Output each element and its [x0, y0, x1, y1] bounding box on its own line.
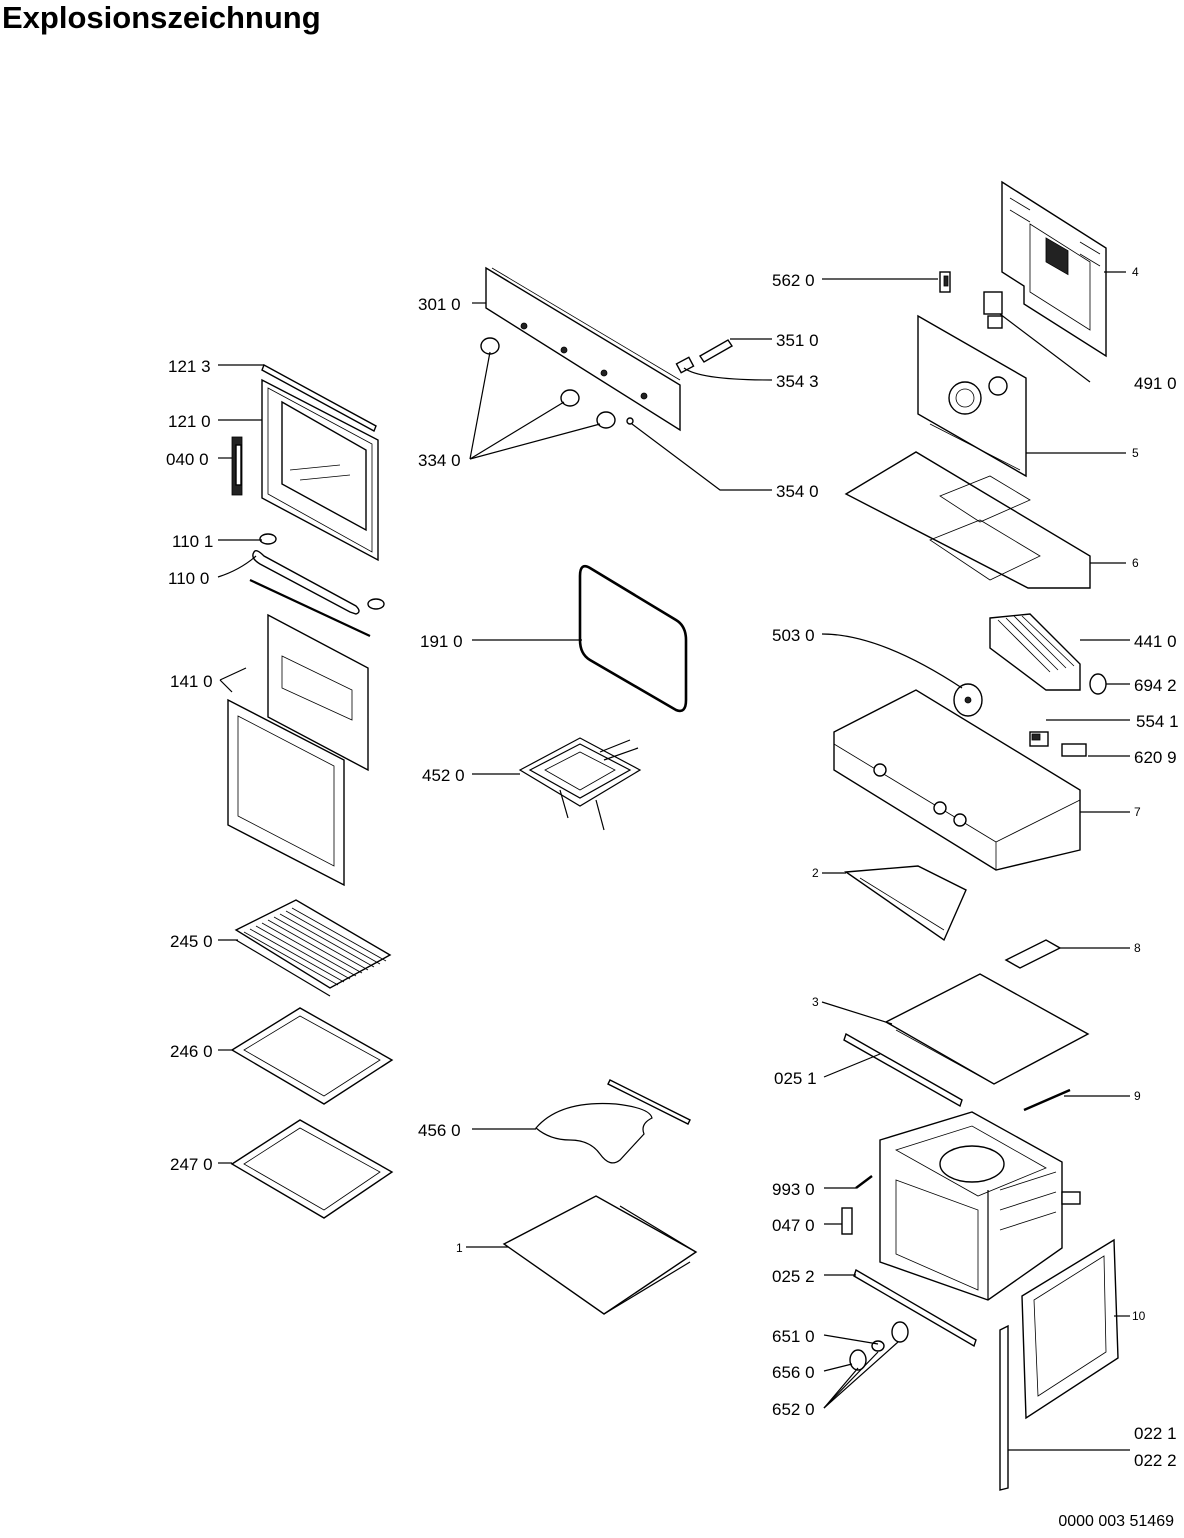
part-handle-caps — [259, 533, 385, 610]
part-rail-lower — [853, 1268, 977, 1348]
label-4560: 456 0 — [418, 1121, 461, 1140]
label-10: 10 — [1132, 1309, 1146, 1323]
label-6: 6 — [1132, 556, 1139, 570]
part-bottom-cover — [502, 1195, 698, 1315]
label-2450: 245 0 — [170, 932, 213, 951]
label-7: 7 — [1134, 805, 1141, 819]
part-glass-panes — [227, 613, 369, 887]
label-1: 1 — [456, 1241, 463, 1255]
part-thermostat — [939, 271, 951, 293]
label-1100: 110 0 — [168, 569, 209, 588]
label-6209: 620 9 — [1134, 748, 1177, 767]
part-switch-shaft — [626, 339, 733, 425]
part-top-panel — [884, 973, 1090, 1085]
label-0400: 040 0 — [166, 450, 209, 469]
label-9: 9 — [1134, 1089, 1141, 1103]
document-number: 0000 003 51469 — [1058, 1513, 1174, 1530]
part-door-top-strip — [261, 364, 377, 432]
part-tangential-fan — [989, 613, 1081, 691]
part-knobs — [480, 337, 616, 429]
label-3: 3 — [812, 995, 819, 1009]
label-6520: 652 0 — [772, 1400, 815, 1419]
part-lamp — [1089, 673, 1107, 695]
part-grid-rack — [234, 899, 392, 997]
part-door-seal — [578, 564, 688, 713]
label-1101: 110 1 — [172, 532, 213, 551]
part-rail-upper — [843, 1032, 963, 1108]
label-2470: 247 0 — [170, 1155, 213, 1174]
label-6942: 694 2 — [1134, 676, 1177, 695]
label-5541: 554 1 — [1136, 712, 1179, 731]
part-screw — [841, 1175, 873, 1235]
part-hinge — [231, 436, 243, 496]
label-3543: 354 3 — [776, 372, 819, 391]
label-9930: 993 0 — [772, 1180, 815, 1199]
part-handle — [252, 549, 360, 615]
label-1213: 121 3 — [168, 357, 211, 376]
part-rear-cover — [1001, 180, 1107, 358]
label-1410: 141 0 — [170, 672, 213, 691]
part-fan-wheel — [953, 683, 983, 717]
label-0252: 025 2 — [772, 1267, 815, 1286]
label-2: 2 — [812, 866, 819, 880]
part-small-cover — [1004, 939, 1062, 969]
label-5: 5 — [1132, 446, 1139, 460]
label-3510: 351 0 — [776, 331, 819, 350]
leader-lines — [217, 271, 1130, 1451]
label-4: 4 — [1132, 265, 1139, 279]
label-0251: 025 1 — [774, 1069, 817, 1088]
part-knob-assembly — [849, 1321, 909, 1371]
label-4410: 441 0 — [1134, 632, 1177, 651]
part-oven-cavity — [879, 1111, 1081, 1301]
page-title: Explosionszeichnung — [2, 0, 321, 35]
part-fan-plate — [917, 314, 1027, 478]
part-glass-strip — [249, 579, 371, 637]
label-0470: 047 0 — [772, 1216, 815, 1235]
label-5030: 503 0 — [772, 626, 815, 645]
part-switches — [1029, 731, 1087, 757]
part-side-panel — [1021, 1238, 1119, 1420]
label-5620: 562 0 — [772, 271, 815, 290]
label-0222: 022 2 — [1134, 1451, 1177, 1470]
label-1210: 121 0 — [168, 412, 211, 431]
label-4910: 491 0 — [1134, 374, 1177, 393]
part-top-heater — [518, 737, 642, 831]
part-control-housing — [833, 689, 1081, 871]
part-lower-heater — [535, 1079, 691, 1164]
label-2460: 246 0 — [170, 1042, 213, 1061]
part-bracket — [983, 291, 1003, 329]
part-air-duct — [843, 865, 967, 942]
part-rod — [1023, 1088, 1071, 1112]
label-8: 8 — [1134, 941, 1141, 955]
part-control-panel — [485, 266, 681, 432]
label-3540: 354 0 — [776, 482, 819, 501]
part-baking-tray — [230, 1007, 394, 1105]
label-6560: 656 0 — [772, 1363, 815, 1382]
label-0221: 022 1 — [1134, 1424, 1177, 1443]
part-deep-tray — [230, 1119, 394, 1219]
label-3340: 334 0 — [418, 451, 461, 470]
part-top-cover — [844, 451, 1091, 589]
part-inner-door — [261, 378, 379, 562]
label-4520: 452 0 — [422, 766, 465, 785]
label-3010: 301 0 — [418, 295, 461, 314]
label-1910: 191 0 — [420, 632, 463, 651]
label-6510: 651 0 — [772, 1327, 815, 1346]
part-side-strip — [999, 1324, 1009, 1491]
